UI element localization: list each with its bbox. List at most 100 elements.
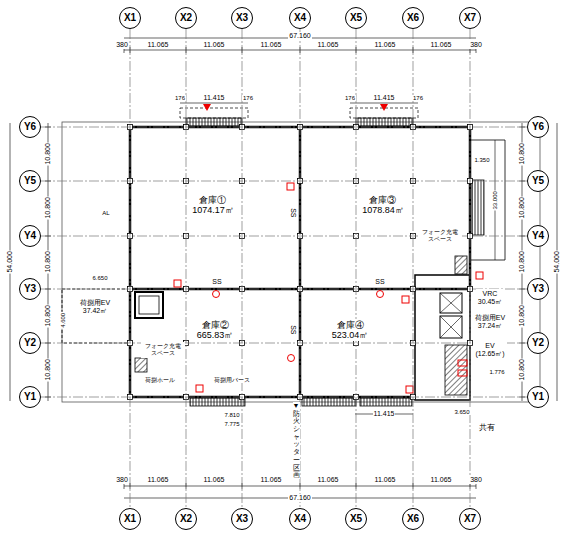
dimension-label: 176 xyxy=(174,95,186,102)
node-title: X5 xyxy=(350,12,362,24)
room-label: フォーク充電スペース xyxy=(418,228,462,244)
grid-bubble: Y6 xyxy=(19,116,41,138)
node-title: フォーク充電スペース xyxy=(143,343,183,357)
dimension-label: 176 xyxy=(344,95,356,102)
dimension-label: 10.800 xyxy=(44,142,52,165)
room-label: 倉庫②665.83㎡ xyxy=(195,319,236,342)
dimension-label: 6.650 xyxy=(91,275,108,282)
node-title: X4 xyxy=(294,12,306,24)
dimension-label: 10.800 xyxy=(518,358,526,381)
dimension-label: 共有 xyxy=(478,424,496,433)
dimension-label: 10.800 xyxy=(44,250,52,273)
node-title: X7 xyxy=(464,513,476,525)
grid-bubble: Y1 xyxy=(527,386,549,408)
dimension-label: SS xyxy=(211,278,222,286)
dimension-label: 11.065 xyxy=(147,41,170,49)
grid-line xyxy=(41,343,527,344)
room-label: 倉庫①1074.17㎡ xyxy=(190,194,236,217)
dimension-label: 10.800 xyxy=(518,196,526,219)
node-title: X2 xyxy=(180,12,192,24)
dimension-label: 380 xyxy=(115,41,129,49)
grid-bubble: X2 xyxy=(175,508,197,530)
node-title: 倉庫④ xyxy=(332,320,369,330)
node-title: EV xyxy=(475,342,504,350)
grid-bubble: X1 xyxy=(119,7,141,29)
node-title: Y3 xyxy=(24,283,36,295)
dimension-label: 10.800 xyxy=(518,142,526,165)
dimension-label: 380 xyxy=(469,41,483,49)
node-title: X5 xyxy=(350,513,362,525)
dimension-label: 54.000 xyxy=(553,250,561,273)
node-title: Y6 xyxy=(24,121,36,133)
dimension-label: 荷捌用バース xyxy=(213,377,251,384)
dimension-label: 1.350 xyxy=(473,157,490,164)
dimension-label: 11.065 xyxy=(260,41,283,49)
grid-bubble: X3 xyxy=(231,7,253,29)
room-label: 荷捌用EV37.42㎡ xyxy=(78,298,112,316)
walls xyxy=(62,127,505,400)
dimension-label: SS xyxy=(374,278,385,286)
dimension-ticks xyxy=(45,47,525,489)
node-title: Y2 xyxy=(532,337,544,349)
node-title: X3 xyxy=(236,513,248,525)
dimension-label: 11.415 xyxy=(373,410,396,418)
node-title: Y5 xyxy=(24,175,36,187)
room-label: 倉庫④523.04㎡ xyxy=(330,319,371,342)
grid-bubble: X7 xyxy=(459,508,481,530)
node-title: 荷捌用EV xyxy=(475,314,505,322)
dimension-label: 4.600 xyxy=(61,311,68,328)
grid-bubble: Y3 xyxy=(19,278,41,300)
grid-line xyxy=(300,29,301,508)
grid-bubble: Y2 xyxy=(19,332,41,354)
dimension-label: 7.775 xyxy=(223,421,240,428)
room-label: 倉庫③1078.84㎡ xyxy=(360,194,406,217)
dimension-label: 11.065 xyxy=(430,476,453,484)
dock-canopies xyxy=(180,104,484,406)
node-title: X6 xyxy=(407,513,419,525)
dimension-label: 11.065 xyxy=(317,476,340,484)
room-label: EV(12.65㎡) xyxy=(473,341,506,359)
grid-bubble: X3 xyxy=(231,508,253,530)
grid-bubble: X5 xyxy=(345,508,367,530)
tick xyxy=(476,483,477,489)
node-text: 523.04㎡ xyxy=(332,330,369,340)
dimension-label: 10.800 xyxy=(44,196,52,219)
node-title: X3 xyxy=(236,12,248,24)
dimension-label: 33.000 xyxy=(492,190,499,210)
red-markers xyxy=(174,183,483,393)
canopy-outline xyxy=(62,122,540,402)
room-label: 荷捌用EV37.24㎡ xyxy=(473,313,507,331)
node-title: 倉庫③ xyxy=(362,195,404,205)
node-text: 665.83㎡ xyxy=(197,330,234,340)
dimension-label: 11.415 xyxy=(373,94,396,102)
node-text: 37.24㎡ xyxy=(475,322,505,330)
grid-bubble: X6 xyxy=(402,7,424,29)
node-text: 1078.84㎡ xyxy=(362,205,404,215)
dimension-label: 11.065 xyxy=(374,41,397,49)
dimension-label: 11.065 xyxy=(374,476,397,484)
tick xyxy=(124,483,125,489)
node-text: 30.45㎡ xyxy=(478,298,503,306)
dimension-label: SS xyxy=(289,207,297,218)
node-title: VRC xyxy=(478,290,503,298)
dimension-label: 10.800 xyxy=(44,304,52,327)
dimension-label: 11.065 xyxy=(430,41,453,49)
room-label: VRC30.45㎡ xyxy=(476,289,505,307)
node-title: 倉庫② xyxy=(197,320,234,330)
grid-bubble: Y1 xyxy=(19,386,41,408)
grid-bubble: X7 xyxy=(459,7,481,29)
grid-line xyxy=(41,127,527,128)
dimension-label: 380 xyxy=(115,476,129,484)
node-title: Y1 xyxy=(24,391,36,403)
node-title: フォーク充電スペース xyxy=(420,229,460,243)
grid-bubble: Y2 xyxy=(527,332,549,354)
dimension-label: 7.810 xyxy=(223,412,240,419)
grid-bubble: X4 xyxy=(289,7,311,29)
dimension-label: 11.415 xyxy=(203,94,226,102)
node-title: Y3 xyxy=(532,283,544,295)
dimension-label: 11.065 xyxy=(203,476,226,484)
node-title: X4 xyxy=(294,513,306,525)
grid-bubble: Y4 xyxy=(527,225,549,247)
